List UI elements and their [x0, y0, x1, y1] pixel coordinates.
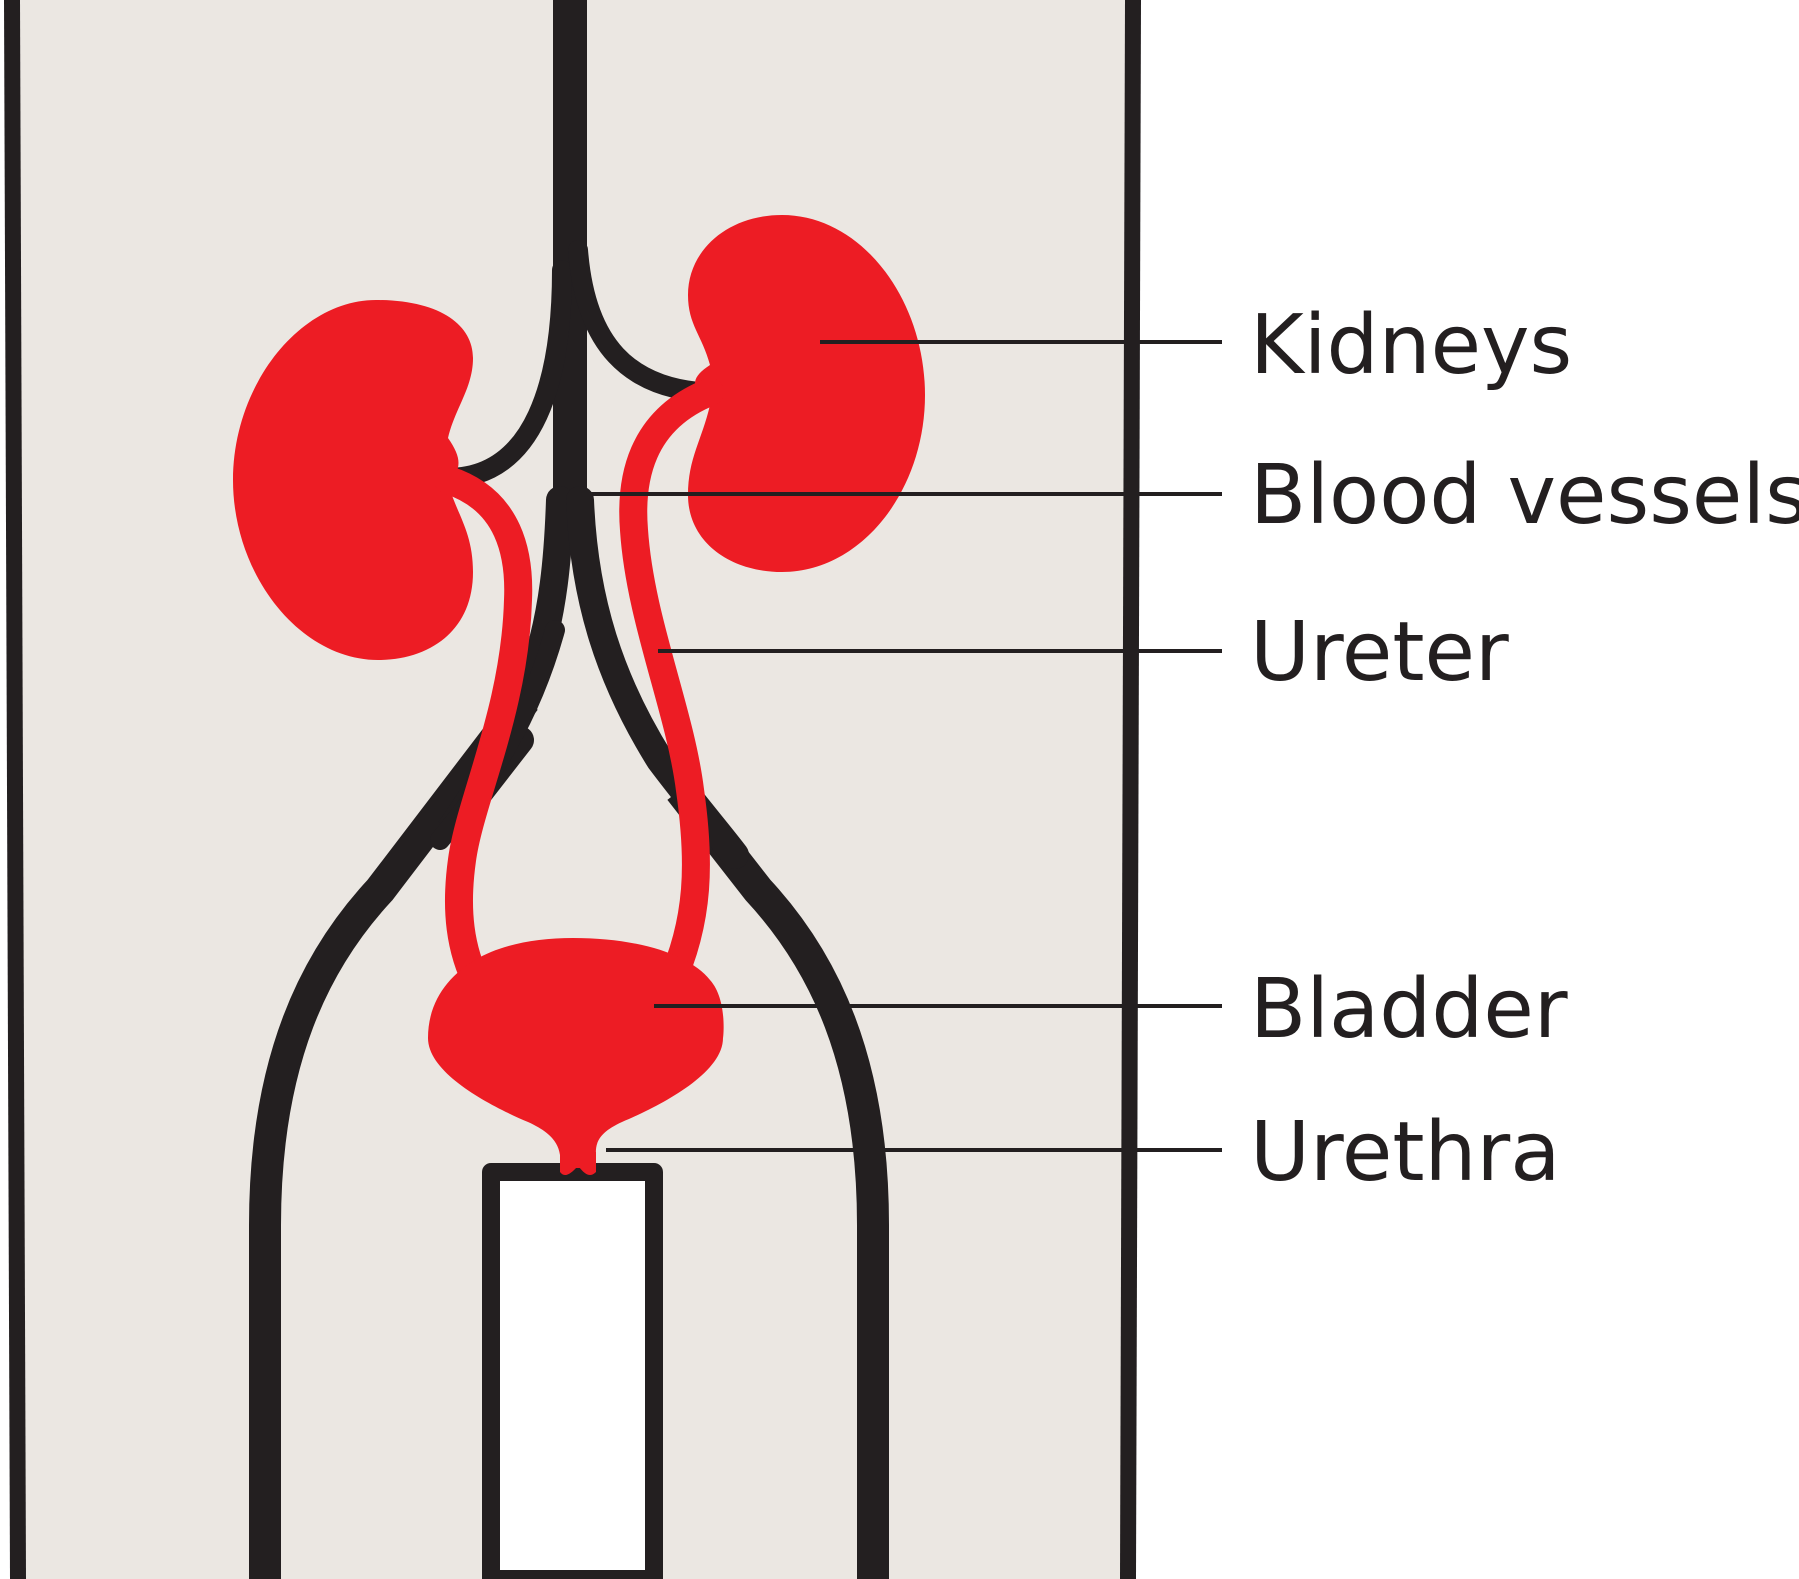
bladder-label: Bladder [1250, 962, 1568, 1057]
leader-lines [587, 340, 1222, 1152]
ureters [434, 378, 724, 999]
urethra-label: Urethra [1250, 1105, 1560, 1200]
right-kidney [688, 215, 925, 572]
right-ureter [619, 378, 724, 999]
leg-gap [482, 1163, 663, 1579]
left-ureter [434, 466, 533, 999]
bladder-group [428, 938, 724, 1176]
labels: Kidneys Blood vessels Ureter Bladder Ure… [1250, 298, 1799, 1200]
kidneys-label: Kidneys [1250, 298, 1572, 393]
bladder [428, 938, 724, 1168]
leg-gap-fill [482, 1163, 663, 1579]
torso-left-edge [4, 0, 26, 1579]
torso-right-edge [1120, 0, 1141, 1579]
left-kidney [233, 300, 473, 660]
right-leg-outline [667, 780, 889, 1579]
left-leg-outline [249, 690, 538, 1579]
vessel-left-renal-branch [438, 260, 572, 488]
urethra [560, 1152, 596, 1176]
blood-vessels-label: Blood vessels [1250, 448, 1799, 543]
kidneys [233, 215, 925, 660]
ureter-label: Ureter [1250, 605, 1509, 700]
legs-outline [249, 690, 889, 1579]
vessel-right-iliac [566, 486, 749, 869]
